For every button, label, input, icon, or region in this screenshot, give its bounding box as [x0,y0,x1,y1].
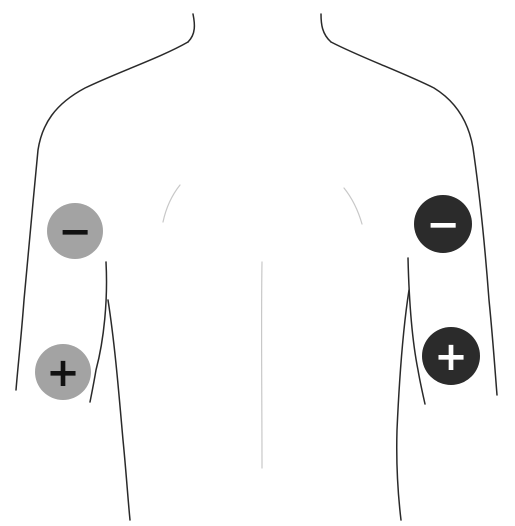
body-outline [15,13,498,521]
left-negative-electrode: − [47,203,103,259]
right-negative-electrode-disc [414,195,472,253]
electrodes: − + − + [35,195,480,400]
left-torso-side-line [107,299,131,521]
left-pectoral-line [162,184,181,223]
left-negative-electrode-disc [47,203,103,259]
chest-details [162,184,363,469]
plus-icon: + [434,334,468,380]
right-negative-electrode: − [414,195,472,253]
plus-icon: + [46,350,80,396]
left-positive-electrode: + [35,344,91,400]
right-inner-arm-line [407,257,426,405]
left-shoulder-arm-line [15,41,189,391]
right-pectoral-line [343,187,363,225]
minus-icon: − [58,209,92,255]
left-inner-arm-line [89,261,108,403]
right-shoulder-arm-line [330,41,498,396]
neck-right-line [320,13,332,43]
neck-left-line [187,13,196,43]
right-positive-electrode-disc [422,327,480,385]
left-positive-electrode-disc [35,344,91,400]
minus-icon: − [426,202,460,248]
right-torso-side-line [395,289,410,521]
right-positive-electrode: + [422,327,480,385]
